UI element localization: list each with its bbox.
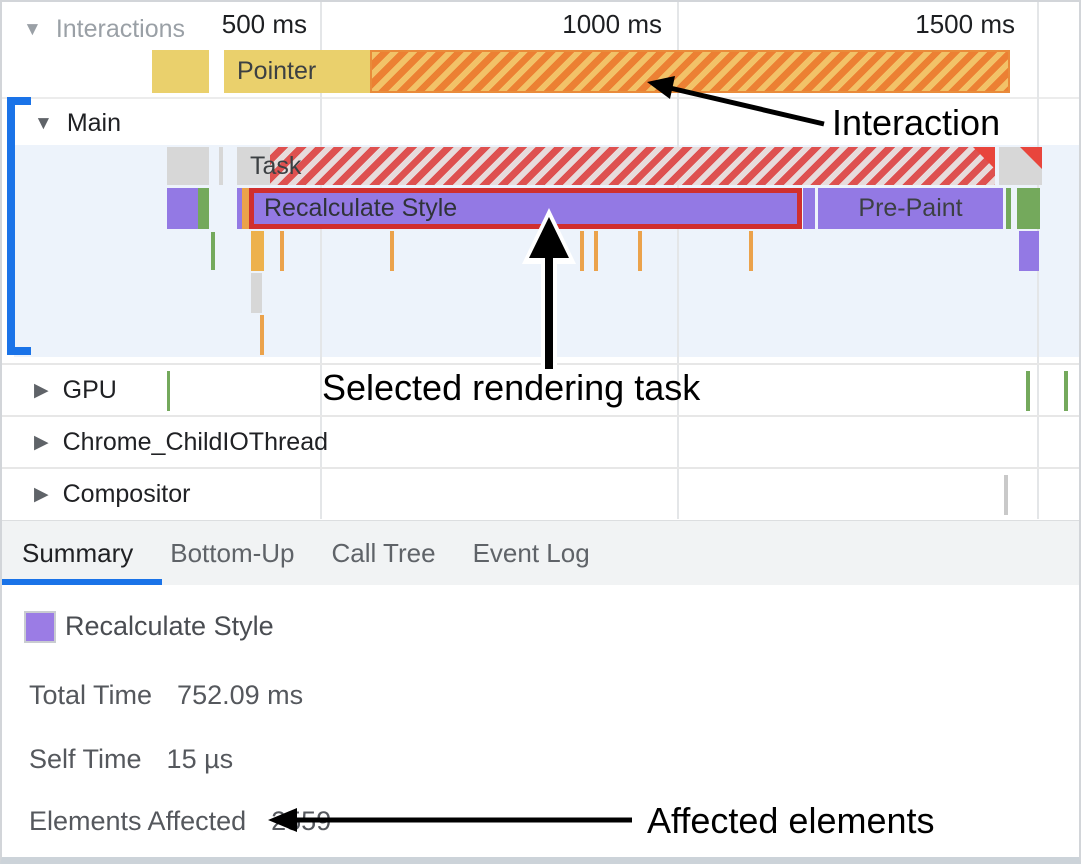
expand-triangle-icon: ▶ bbox=[34, 484, 49, 505]
track-label-compositor: Compositor bbox=[62, 480, 191, 508]
total-time-label: Total Time bbox=[29, 680, 153, 710]
flame-event[interactable] bbox=[237, 188, 242, 229]
tab-call-tree[interactable]: Call Tree bbox=[331, 537, 436, 568]
flame-event[interactable] bbox=[749, 231, 753, 271]
gridline-500ms bbox=[320, 2, 322, 519]
active-tab-underline bbox=[2, 579, 162, 585]
annotation-interaction: Interaction bbox=[832, 102, 1001, 143]
summary-row-self-time: Self Time 15 µs bbox=[29, 744, 233, 775]
long-task-bar[interactable]: Task bbox=[237, 147, 995, 185]
gpu-event[interactable] bbox=[1026, 371, 1030, 411]
annotation-affected-elements: Affected elements bbox=[647, 800, 935, 841]
flame-event[interactable] bbox=[1019, 231, 1039, 271]
compositor-track-row: ▶ Compositor bbox=[2, 467, 1079, 523]
flame-event[interactable] bbox=[167, 147, 209, 185]
task-bar-2[interactable] bbox=[999, 147, 1042, 185]
flame-event[interactable] bbox=[198, 188, 209, 229]
elements-affected-label: Elements Affected bbox=[29, 806, 247, 836]
self-time-value: 15 µs bbox=[166, 744, 234, 774]
pre-paint-label: Pre-Paint bbox=[858, 194, 963, 222]
time-tick-1500ms: 1500 ms bbox=[915, 9, 1015, 39]
gridline-1000ms bbox=[677, 2, 679, 519]
selected-recalculate-style-event[interactable]: Recalculate Style bbox=[249, 188, 802, 229]
flame-event[interactable] bbox=[251, 231, 264, 271]
flame-event[interactable] bbox=[638, 231, 642, 271]
track-header-child-io[interactable]: ▶ Chrome_ChildIOThread bbox=[34, 428, 328, 457]
flame-event[interactable] bbox=[803, 188, 815, 229]
interactions-main-divider bbox=[2, 97, 1079, 99]
pre-paint-event[interactable]: Pre-Paint bbox=[818, 188, 1003, 229]
pointer-interaction-label: Pointer bbox=[237, 57, 317, 85]
compositor-event[interactable] bbox=[1004, 475, 1008, 515]
long-task-corner-icon bbox=[1020, 147, 1042, 169]
flame-event[interactable] bbox=[260, 315, 264, 355]
elements-affected-value: 2559 bbox=[271, 806, 332, 836]
expand-triangle-icon: ▶ bbox=[34, 432, 49, 453]
flame-event[interactable] bbox=[251, 273, 262, 313]
flame-event[interactable] bbox=[167, 188, 198, 229]
track-header-gpu[interactable]: ▶ GPU bbox=[34, 376, 117, 405]
flame-event[interactable] bbox=[219, 147, 223, 185]
track-label-interactions: Interactions bbox=[55, 15, 186, 43]
flame-event[interactable] bbox=[211, 232, 215, 270]
track-header-main[interactable]: ▼ Main bbox=[34, 109, 121, 138]
expand-triangle-icon: ▶ bbox=[34, 380, 49, 401]
summary-row-total-time: Total Time 752.09 ms bbox=[29, 680, 303, 711]
task-bar-label: Task bbox=[250, 152, 302, 180]
event-color-swatch bbox=[24, 611, 56, 643]
time-tick-1000ms: 1000 ms bbox=[562, 9, 662, 39]
flame-event[interactable] bbox=[280, 231, 284, 271]
collapse-triangle-icon: ▼ bbox=[23, 18, 42, 40]
track-header-interactions[interactable]: ▼ Interactions bbox=[23, 15, 185, 44]
summary-event-name: Recalculate Style bbox=[65, 611, 274, 641]
flame-event[interactable] bbox=[242, 188, 249, 229]
annotation-selected-task: Selected rendering task bbox=[322, 367, 701, 408]
long-task-hatched-region bbox=[270, 147, 995, 185]
flame-event[interactable] bbox=[594, 231, 598, 271]
gpu-event[interactable] bbox=[1064, 371, 1068, 411]
flame-event[interactable] bbox=[1017, 188, 1040, 229]
flame-event[interactable] bbox=[390, 231, 394, 271]
track-header-compositor[interactable]: ▶ Compositor bbox=[34, 480, 190, 509]
gpu-track-row: ▶ GPU bbox=[2, 363, 1079, 417]
main-track-selection-bracket bbox=[7, 97, 31, 355]
gpu-event[interactable] bbox=[167, 371, 170, 411]
tab-bottom-up[interactable]: Bottom-Up bbox=[170, 537, 295, 568]
pointer-interaction-bar[interactable]: Pointer bbox=[224, 50, 1010, 93]
summary-row-elements-affected: Elements Affected 2559 bbox=[29, 806, 331, 837]
track-label-main: Main bbox=[66, 109, 121, 137]
time-tick-500ms: 500 ms bbox=[221, 9, 307, 39]
interaction-arrow-line bbox=[669, 85, 825, 127]
long-task-corner-icon bbox=[973, 147, 995, 169]
tab-summary[interactable]: Summary bbox=[22, 537, 134, 568]
self-time-label: Self Time bbox=[29, 744, 142, 774]
flame-event[interactable] bbox=[1006, 188, 1011, 229]
flame-event[interactable] bbox=[580, 231, 584, 271]
total-time-value: 752.09 ms bbox=[177, 680, 304, 710]
tab-event-log[interactable]: Event Log bbox=[472, 537, 590, 568]
interaction-event-bar[interactable] bbox=[152, 50, 209, 93]
details-tab-bar: Summary Bottom-Up Call Tree Event Log bbox=[2, 520, 1079, 585]
collapse-triangle-icon: ▼ bbox=[34, 112, 53, 134]
track-label-gpu: GPU bbox=[62, 376, 117, 404]
pointer-interaction-hatched-region bbox=[370, 50, 1010, 93]
child-io-track-row: ▶ Chrome_ChildIOThread bbox=[2, 415, 1079, 469]
track-label-child-io: Chrome_ChildIOThread bbox=[62, 428, 329, 456]
recalculate-style-label: Recalculate Style bbox=[264, 194, 458, 222]
